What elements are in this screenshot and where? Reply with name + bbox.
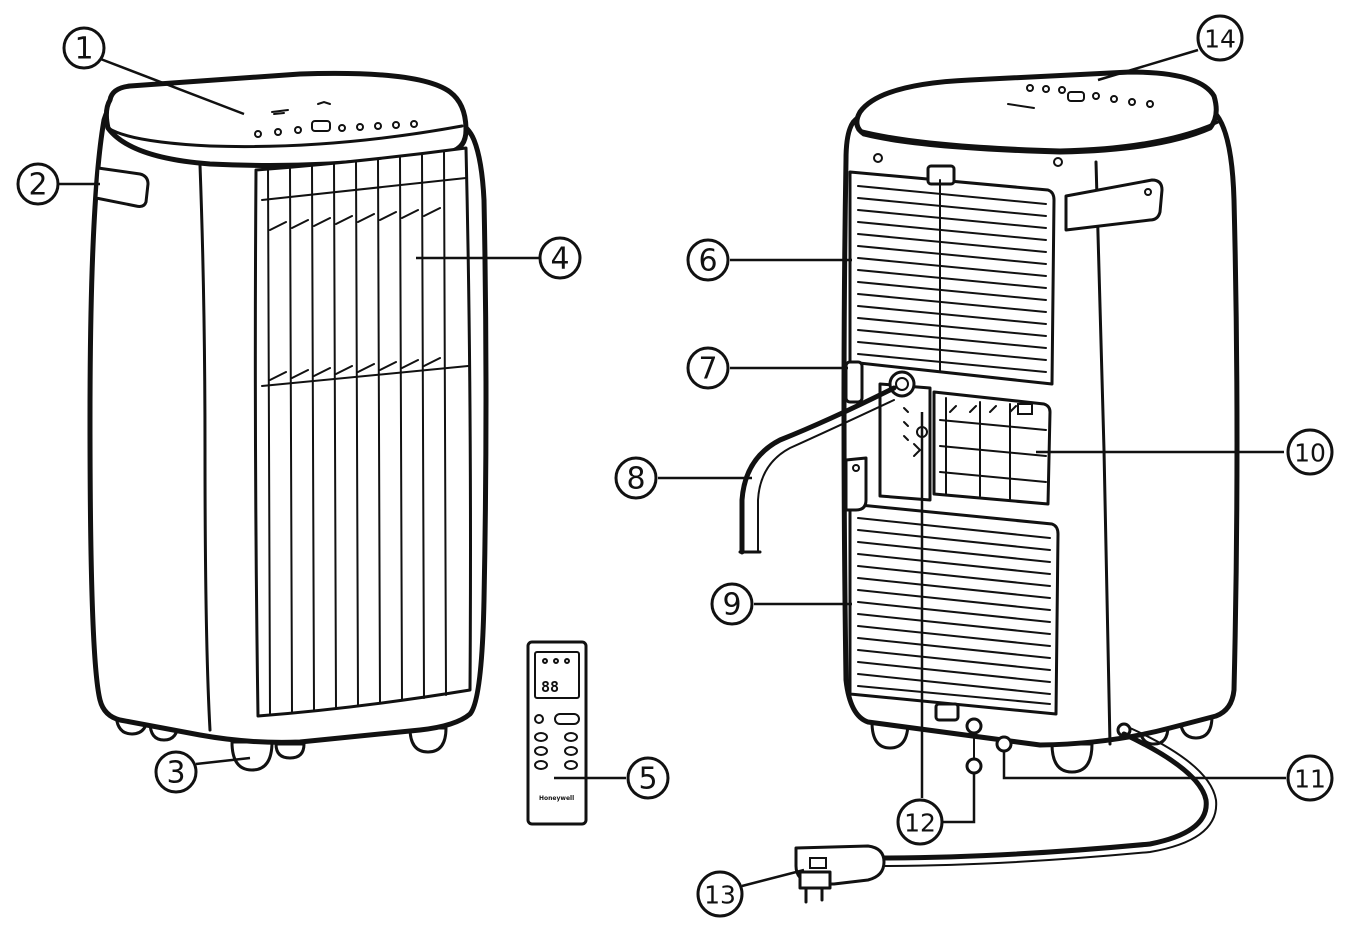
callout-1: 1: [62, 26, 106, 70]
callout-9-label: 9: [722, 588, 741, 623]
remote-brand-logo: Honeywell: [539, 795, 574, 802]
callout-1-label: 1: [74, 32, 93, 67]
callout-12-label: 12: [904, 809, 936, 838]
callout-10-label: 10: [1294, 439, 1326, 468]
callout-5: 5: [626, 756, 670, 800]
filter-grid: [939, 397, 1047, 501]
leader-12b: [942, 773, 976, 824]
leader-14: [1097, 48, 1199, 82]
callout-11-label: 11: [1294, 765, 1326, 794]
callout-6-label: 6: [698, 244, 717, 279]
callout-9: 9: [710, 582, 754, 626]
drain-outlet: [888, 370, 916, 398]
back-top-panel: [854, 69, 1219, 155]
callout-6: 6: [686, 238, 730, 282]
callout-7: 7: [686, 346, 730, 390]
callout-2: 2: [16, 162, 60, 206]
back-control-buttons: [1007, 84, 1154, 109]
leader-1: [97, 56, 245, 116]
callout-11: 11: [1286, 754, 1334, 802]
remote-display-digits: 88: [541, 678, 559, 696]
drain-hose: [739, 385, 897, 555]
callout-8: 8: [614, 456, 658, 500]
front-side-handle: [94, 166, 150, 208]
leader-11: [1002, 750, 1286, 780]
front-louvers: [253, 146, 472, 718]
callout-8-label: 8: [626, 462, 645, 497]
remote-control: 88 Honeywell: [526, 640, 588, 826]
callout-12: 12: [896, 798, 944, 846]
remote-buttons: [534, 713, 580, 770]
power-cord: [877, 731, 1209, 861]
callout-13-label: 13: [704, 881, 736, 910]
callout-3: 3: [154, 750, 198, 794]
upper-grille-lines: [857, 179, 1047, 373]
power-plug: [794, 844, 886, 904]
drain-icon-marks: [903, 407, 928, 457]
callout-14-label: 14: [1204, 25, 1236, 54]
caster-front-left: [230, 740, 274, 772]
front-unit: [87, 70, 489, 772]
front-control-buttons: [254, 100, 418, 138]
callout-10: 10: [1286, 428, 1334, 476]
callout-2-label: 2: [28, 168, 47, 203]
back-unit: [738, 69, 1240, 904]
leader-13: [741, 868, 805, 888]
front-top-panel: [103, 70, 469, 168]
louver-lines: [261, 150, 469, 715]
callout-4: 4: [538, 236, 582, 280]
callout-13: 13: [696, 870, 744, 918]
callout-7-label: 7: [698, 352, 717, 387]
callout-4-label: 4: [550, 242, 569, 277]
lower-grille-lines: [857, 517, 1051, 705]
filter-panel: [932, 390, 1052, 506]
back-side-handle: [1064, 178, 1164, 232]
callout-14: 14: [1196, 14, 1244, 62]
bottom-drain-upper: [965, 717, 983, 735]
bottom-drain-lower: [965, 757, 983, 775]
callout-3-label: 3: [166, 756, 185, 791]
leader-3: [195, 756, 251, 766]
leader-lines: [58, 48, 1286, 888]
callout-5-label: 5: [638, 762, 657, 797]
